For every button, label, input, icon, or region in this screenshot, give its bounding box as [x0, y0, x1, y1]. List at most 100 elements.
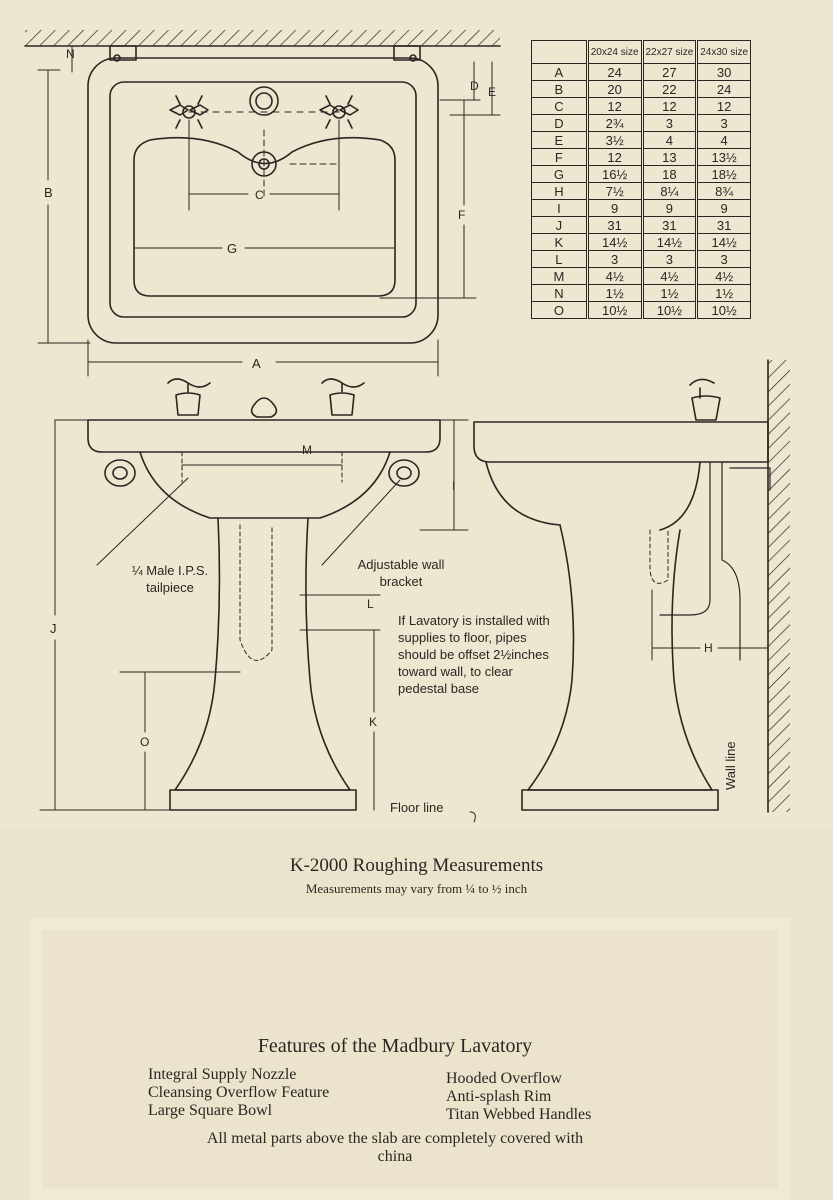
dim-label-l: L	[367, 597, 374, 611]
table-cell-value: 31	[585, 216, 643, 234]
table-cell-value: 4½	[640, 267, 698, 285]
table-cell-value: 4½	[695, 267, 751, 285]
table-cell-value: 9	[585, 199, 643, 217]
table-cell-letter: C	[531, 97, 588, 115]
dim-label-n: N	[66, 47, 75, 61]
table-cell-value: 13	[640, 148, 698, 166]
table-cell-value: 18½	[695, 165, 751, 183]
features-footer: All metal parts above the slab are compl…	[206, 1130, 584, 1165]
table-cell-value: 3	[640, 114, 698, 132]
table-cell-value: 12	[640, 97, 698, 115]
dim-label-o: O	[140, 735, 150, 749]
table-cell-value: 1½	[640, 284, 698, 302]
table-cell-letter: H	[531, 182, 588, 200]
feature-right-1: Hooded Overflow	[446, 1070, 562, 1087]
table-cell-value: 16½	[585, 165, 643, 183]
table-cell-value: 22	[640, 80, 698, 98]
table-cell-letter: L	[531, 250, 588, 268]
table-cell-letter: A	[531, 63, 588, 81]
table-cell-letter: E	[531, 131, 588, 149]
table-cell-value: 3	[585, 250, 643, 268]
table-cell-value: 24	[695, 80, 751, 98]
feature-right-2: Anti-splash Rim	[446, 1088, 552, 1105]
table-cell-letter: J	[531, 216, 588, 234]
dim-label-i: I	[452, 479, 456, 493]
table-cell-value: 7½	[585, 182, 643, 200]
dim-label-c: C	[255, 188, 264, 202]
table-cell-value: 12	[585, 148, 643, 166]
table-cell-value: 8¼	[640, 182, 698, 200]
wall-bracket-note: Adjustable wall bracket	[357, 557, 445, 589]
dim-label-a: A	[252, 356, 261, 371]
table-cell-value: 4	[695, 131, 751, 149]
table-cell-letter: M	[531, 267, 588, 285]
table-header-size: 22x27 size	[640, 40, 698, 64]
table-cell-value: 31	[695, 216, 751, 234]
table-cell-letter: K	[531, 233, 588, 251]
feature-right-3: Titan Webbed Handles	[446, 1106, 592, 1123]
table-cell-value: 3	[640, 250, 698, 268]
table-cell-value: 3	[695, 114, 751, 132]
table-cell-value: 10½	[695, 301, 751, 319]
features-title: Features of the Madbury Lavatory	[257, 1035, 533, 1057]
table-cell-value: 10½	[585, 301, 643, 319]
table-cell-value: 9	[695, 199, 751, 217]
table-cell-value: 27	[640, 63, 698, 81]
table-cell-value: 30	[695, 63, 751, 81]
table-cell-value: 1½	[695, 284, 751, 302]
table-cell-letter: B	[531, 80, 588, 98]
table-cell-letter: O	[531, 301, 588, 319]
floor-line-label: Floor line	[390, 800, 444, 815]
table-cell-letter: F	[531, 148, 588, 166]
table-cell-letter: G	[531, 165, 588, 183]
table-header-row: 20x24 size 22x27 size 24x30 size	[531, 40, 751, 64]
table-cell-value: 24	[585, 63, 643, 81]
table-cell-value: 10½	[640, 301, 698, 319]
feature-left-3: Large Square Bowl	[148, 1102, 273, 1119]
table-cell-value: 12	[585, 97, 643, 115]
table-header-blank	[531, 40, 588, 64]
table-cell-letter: I	[531, 199, 588, 217]
dim-label-b: B	[44, 185, 53, 200]
supplies-note: If Lavatory is installed with supplies t…	[398, 613, 550, 696]
dim-label-j: J	[50, 621, 57, 636]
table-cell-value: 14½	[640, 233, 698, 251]
table-cell-value: 14½	[695, 233, 751, 251]
caption-title: K-2000 Roughing Measurements	[289, 855, 544, 876]
table-cell-value: 18	[640, 165, 698, 183]
table-cell-value: 14½	[585, 233, 643, 251]
table-cell-value: 4	[640, 131, 698, 149]
dim-label-e: E	[488, 85, 497, 99]
dim-label-d: D	[470, 79, 479, 93]
table-cell-value: 20	[585, 80, 643, 98]
table-cell-value: 2¾	[585, 114, 643, 132]
table-header-size: 24x30 size	[695, 40, 751, 64]
table-cell-value: 3	[695, 250, 751, 268]
table-cell-letter: N	[531, 284, 588, 302]
table-cell-value: 1½	[585, 284, 643, 302]
dim-label-h: H	[704, 641, 713, 655]
feature-left-2: Cleansing Overflow Feature	[148, 1084, 330, 1101]
table-cell-value: 12	[695, 97, 751, 115]
feature-left-1: Integral Supply Nozzle	[148, 1066, 297, 1083]
tailpiece-note: ¼ Male I.P.S. tailpiece	[131, 563, 209, 595]
caption-subtitle: Measurements may vary from ¼ to ½ inch	[305, 881, 528, 896]
table-cell-value: 4½	[585, 267, 643, 285]
table-cell-value: 9	[640, 199, 698, 217]
table-header-size: 20x24 size	[585, 40, 643, 64]
